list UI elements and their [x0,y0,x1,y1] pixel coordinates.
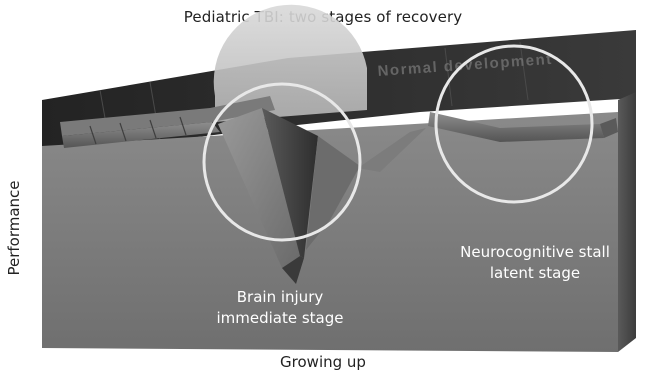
block-side-face [618,92,636,352]
stall-annotation: Neurocognitive stall latent stage [440,242,630,284]
stall-annotation-line1: Neurocognitive stall [440,242,630,263]
injury-annotation-line2: immediate stage [205,308,355,329]
injury-annotation: Brain injury immediate stage [205,287,355,329]
stall-annotation-line2: latent stage [440,263,630,284]
x-axis-label: Growing up [0,353,646,371]
injury-annotation-line1: Brain injury [205,287,355,308]
